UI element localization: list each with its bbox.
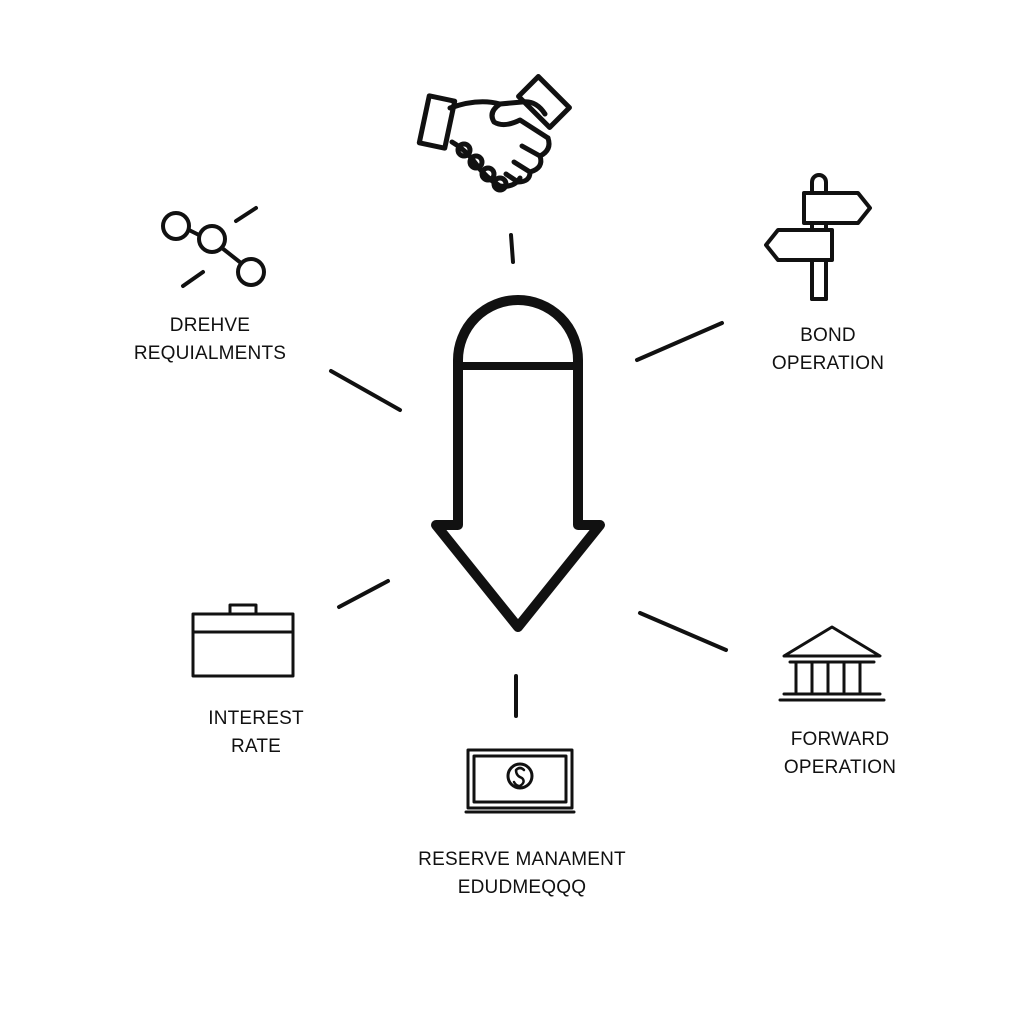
connector-bottom-left	[337, 579, 390, 609]
connector-top	[509, 233, 515, 264]
signpost-icon	[764, 173, 872, 301]
label-requirements-line-1: DREHVE	[169, 315, 251, 336]
label-reserve-management: RESERVE MANAMENT EDUDMEQQQ	[382, 846, 662, 902]
label-requirements: DREHVE REQUIALMENTS	[120, 312, 300, 368]
label-forward-operation-line-2: OPERATION	[783, 757, 897, 778]
label-bond-operation-line-2: OPERATION	[771, 353, 885, 374]
label-reserve-management-line-2: EDUDMEQQQ	[457, 877, 587, 898]
connector-lines	[329, 233, 728, 718]
connector-top-left	[329, 369, 402, 412]
down-arrow-icon	[431, 295, 605, 632]
bank-building-icon	[778, 625, 886, 702]
connector-top-right	[635, 321, 724, 362]
connected-nodes-icon	[161, 206, 266, 288]
label-interest-rate-line-1: INTEREST	[208, 708, 304, 729]
handshake-icon	[416, 74, 572, 193]
connector-bottom-right	[638, 611, 728, 652]
label-bond-operation-line-1: BOND	[800, 325, 856, 346]
label-bond-operation: BOND OPERATION	[746, 322, 910, 378]
label-forward-operation: FORWARD OPERATION	[760, 726, 920, 782]
label-interest-rate: INTEREST RATE	[186, 705, 326, 761]
label-interest-rate-line-2: RATE	[230, 736, 282, 757]
label-forward-operation-line-1: FORWARD	[790, 729, 890, 750]
label-requirements-line-2: REQUIALMENTS	[133, 343, 287, 364]
banknote-icon	[464, 748, 576, 814]
briefcase-icon	[191, 603, 295, 678]
label-reserve-management-line-1: RESERVE MANAMENT	[418, 849, 626, 870]
